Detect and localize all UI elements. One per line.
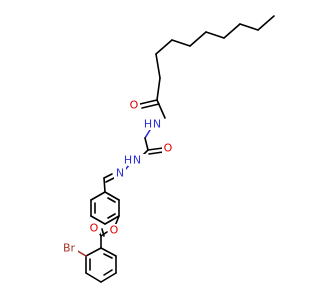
amide-group-1 [139,99,166,139]
bond-n-ch-b [105,177,115,183]
bond-ring2-3 [100,272,117,283]
atom-o-amide2: O [164,142,173,155]
bond-amide1-c-n [156,99,166,119]
bond-ring1-4 [90,215,106,225]
bond-ring2-inner-1 [103,253,113,259]
bond-chain-9 [156,77,161,101]
bond-chain-4 [205,31,225,39]
atom-labels: O N H O N H N O O Br [60,99,174,255]
bond-chain-1 [257,15,275,31]
atom-o-ester: O [110,224,119,237]
atom-h-amide1: H [144,118,152,131]
atom-n-amide1: N [153,118,161,131]
bond-amide2-c-o-a [147,147,164,151]
bond-chain-6 [171,39,191,47]
bond-amide1-c-o-a [139,99,158,105]
bond-ring2-6 [85,247,102,257]
atom-n-imine: N [116,167,124,180]
bond-ch-ring [103,177,106,193]
atom-o-amide1: O [130,99,139,112]
alkyl-chain [155,15,275,101]
atom-n-hydrazide: N [133,154,141,167]
bond-c-o-b [101,228,105,237]
atom-br: Br [63,242,76,255]
bond-ring2-1 [100,247,117,257]
atom-o-carbonyl: O [90,222,99,235]
bond-ring1-3 [104,215,120,225]
bond-ring2-4 [85,272,102,283]
bond-ring2-inner-2 [103,269,113,276]
bond-amide1-n-ch2 [144,129,151,139]
bond-ring1-6 [90,191,106,201]
bond-ring1-1 [104,191,120,201]
bond-chain-8 [155,53,161,79]
bond-ring1-inner-1 [107,197,116,203]
molecule-structure-diagram: O N H O N H N O O Br [60,15,275,283]
bond-chain-7 [155,39,173,55]
atom-h-hydrazide: H [124,154,132,167]
bond-ch2-c [144,137,149,151]
benzene-ring-2 [75,247,117,283]
bond-n-ch-a [103,173,113,179]
bond-amide1-c-o-b [141,103,160,109]
bond-chain-2 [239,23,259,31]
bond-chain-3 [223,23,241,39]
bond-chain-5 [189,31,207,47]
bond-amide2-c-o-b [148,151,164,155]
bond-ring1-inner-2 [107,213,116,219]
benzene-ring-1 [90,191,120,225]
